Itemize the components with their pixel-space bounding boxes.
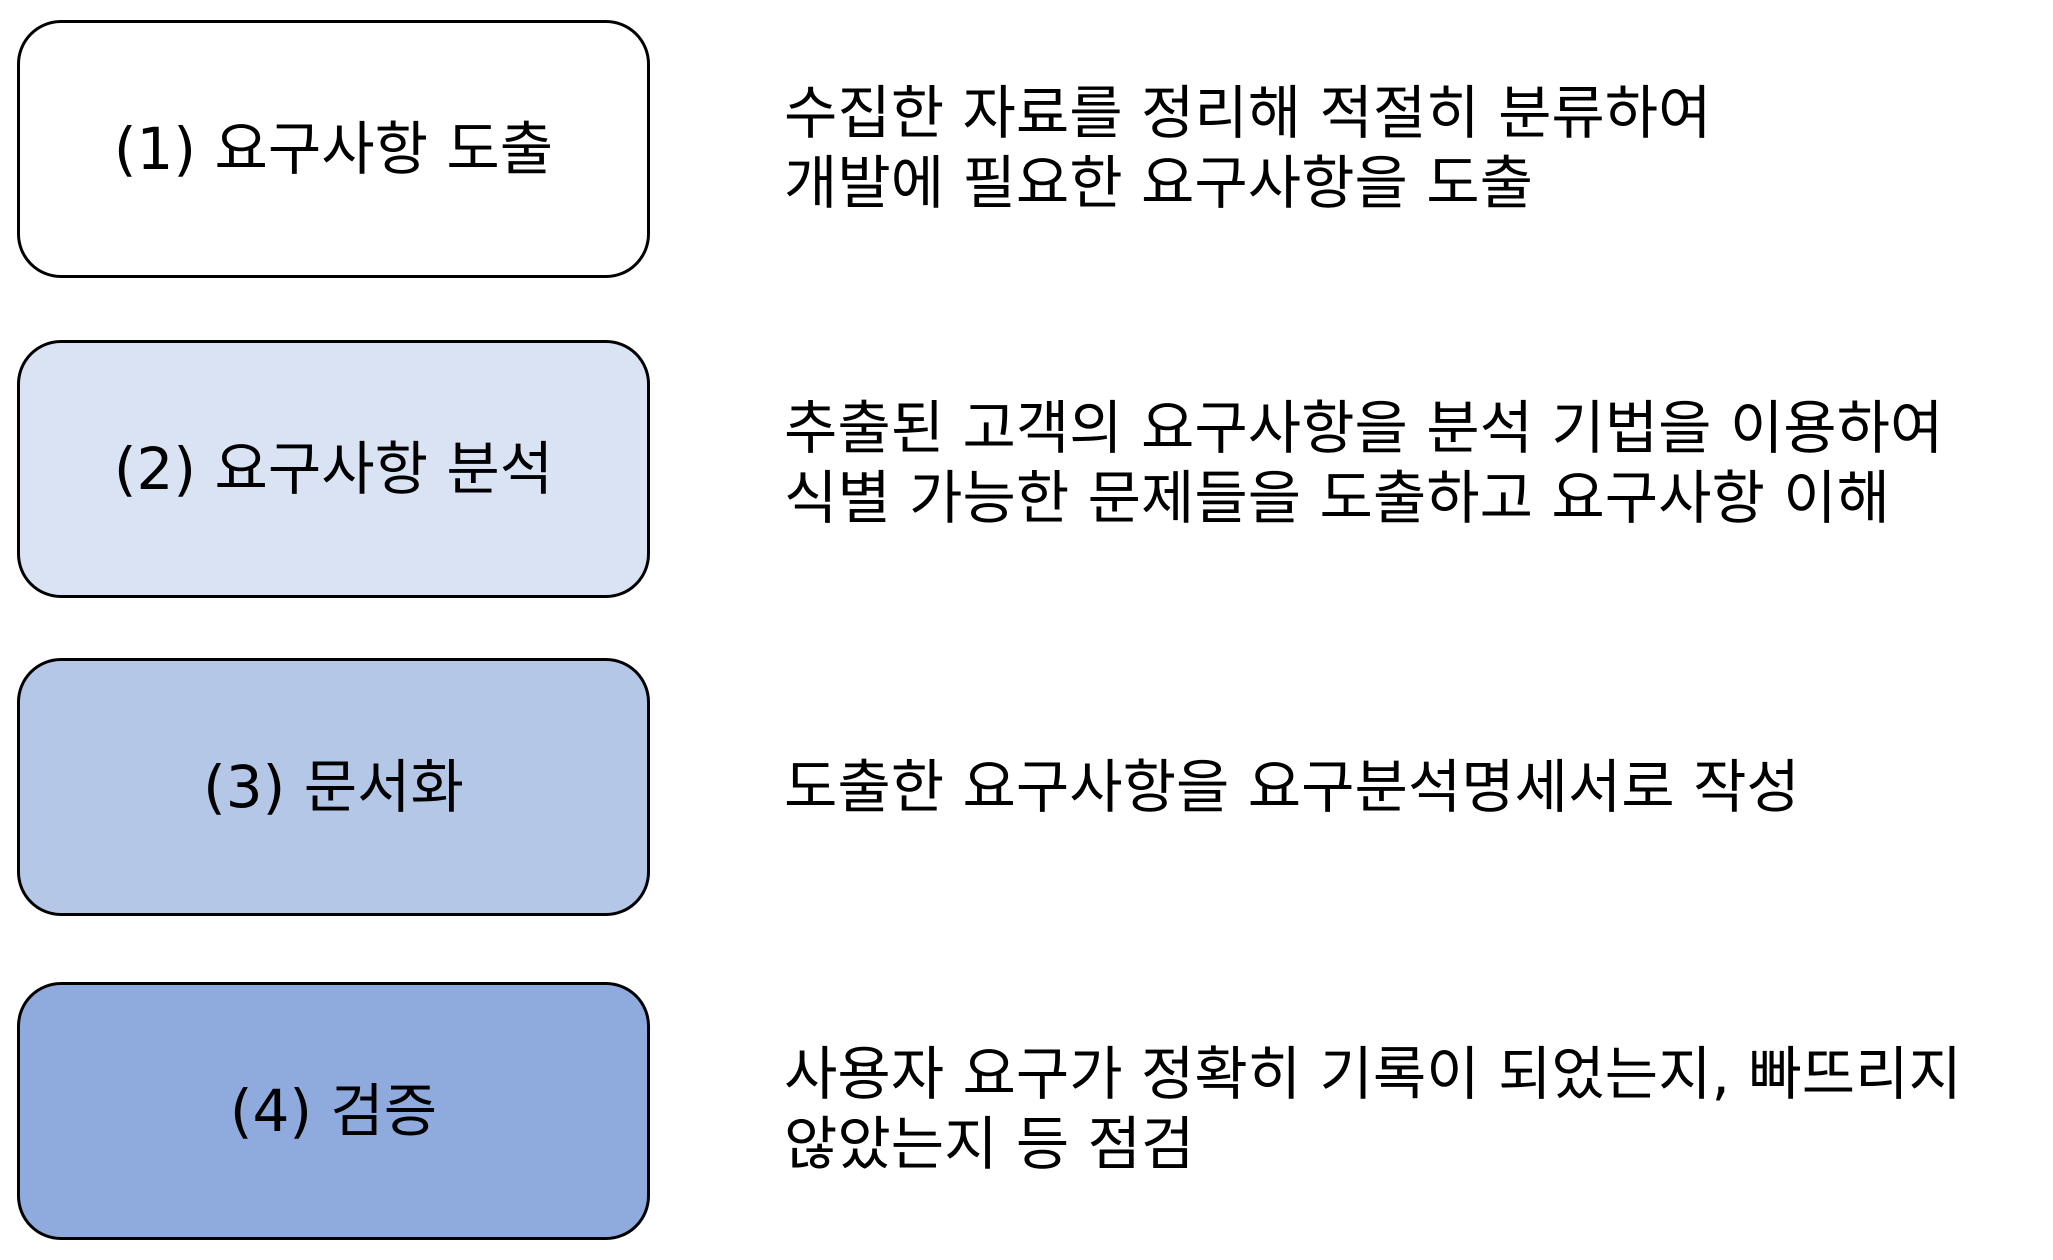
step-box-documentation: (3) 문서화 [17, 658, 650, 916]
description-line: 개발에 필요한 요구사항을 도출 [784, 149, 1533, 217]
step-box-derivation: (1) 요구사항 도출 [17, 20, 650, 278]
step-label: (3) 문서화 [203, 753, 464, 821]
description-line: 않았는지 등 점검 [784, 1110, 1195, 1178]
description-line: 도출한 요구사항을 요구분석명세서로 작성 [784, 753, 1800, 821]
step-description-verification: 사용자 요구가 정확히 기록이 되었는지, 빠뜨리지 않았는지 등 점검 [784, 1039, 1962, 1179]
description-line: 사용자 요구가 정확히 기록이 되었는지, 빠뜨리지 [784, 1040, 1962, 1108]
description-line: 수집한 자료를 정리해 적절히 분류하여 [784, 79, 1712, 147]
step-box-analysis: (2) 요구사항 분석 [17, 340, 650, 598]
step-box-verification: (4) 검증 [17, 982, 650, 1240]
description-line: 추출된 고객의 요구사항을 분석 기법을 이용하여 [784, 394, 1944, 462]
step-description-derivation: 수집한 자료를 정리해 적절히 분류하여 개발에 필요한 요구사항을 도출 [784, 78, 1712, 218]
step-label: (4) 검증 [229, 1077, 438, 1145]
step-description-documentation: 도출한 요구사항을 요구분석명세서로 작성 [784, 752, 1800, 822]
description-line: 식별 가능한 문제들을 도출하고 요구사항 이해 [784, 464, 1891, 532]
step-description-analysis: 추출된 고객의 요구사항을 분석 기법을 이용하여 식별 가능한 문제들을 도출… [784, 393, 1943, 533]
step-label: (1) 요구사항 도출 [113, 115, 554, 183]
step-label: (2) 요구사항 분석 [113, 435, 554, 503]
